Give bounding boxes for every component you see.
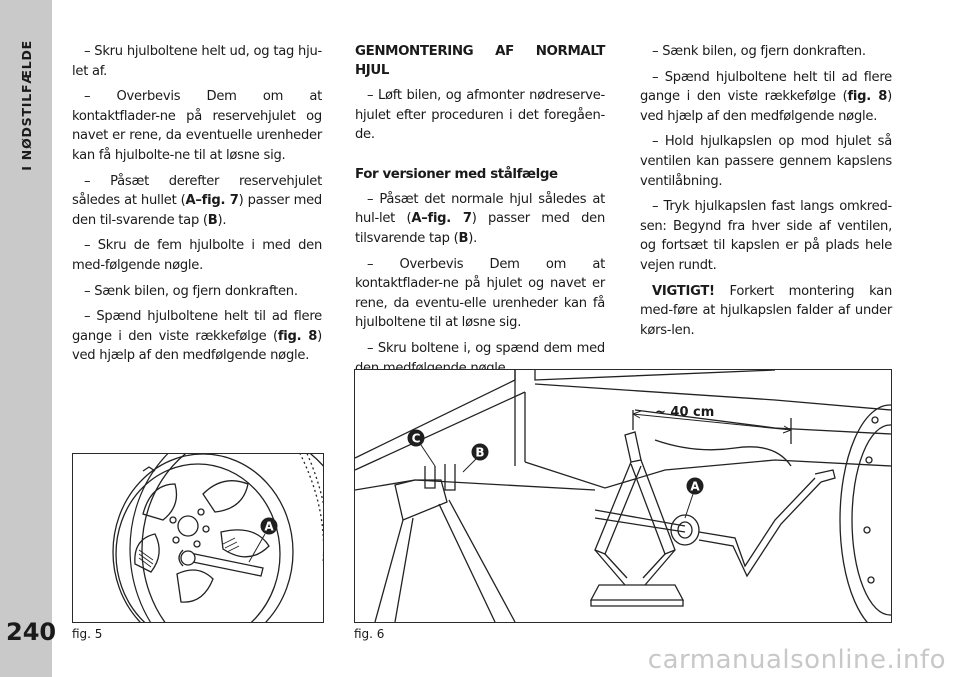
jack-drawing: ~ 40 cm C B A bbox=[355, 370, 891, 622]
section-label-wrap: I NØDSTILFÆLDE bbox=[14, 40, 38, 190]
paragraph: – Tryk hjulkapslen fast langs omkred-sen… bbox=[640, 199, 892, 273]
text-run: ) passer med den til-svarende tap ( bbox=[72, 193, 322, 228]
watermark: carmanualsonline.info bbox=[647, 645, 946, 675]
text-run: ) ved hjælp af den medfølgende nøgle. bbox=[640, 89, 892, 124]
paragraph: – Spænd hjulboltene helt til ad flere ga… bbox=[72, 307, 322, 366]
callout-c-badge bbox=[407, 429, 425, 447]
paragraph: – Spænd hjulboltene helt til ad flere ga… bbox=[640, 68, 892, 127]
page-number: 240 bbox=[6, 618, 57, 646]
paragraph: – Påsæt det normale hjul således at hul-… bbox=[355, 190, 605, 249]
section-side-tab: I NØDSTILFÆLDE 240 bbox=[0, 0, 56, 677]
paragraph: – Løft bilen, og afmonter nødreserve-hju… bbox=[355, 88, 605, 143]
text-run: ). bbox=[468, 230, 477, 246]
text-column-1: – Skru hjulboltene helt ud, og tag hju-l… bbox=[72, 42, 322, 372]
paragraph: – Skru de fem hjulbolte i med den med-fø… bbox=[72, 238, 322, 273]
section-label: I NØDSTILFÆLDE bbox=[18, 40, 34, 171]
callout-c-label: C bbox=[412, 432, 421, 446]
text-column-3: – Sænk bilen, og fjern donkraften. – Spæ… bbox=[640, 42, 892, 346]
callout-b-label: B bbox=[475, 446, 484, 460]
warning-paragraph: VIGTIGT! Forkert montering kan med-føre … bbox=[640, 282, 892, 341]
paragraph: – Overbevis Dem om at kontaktflader-ne p… bbox=[72, 89, 322, 163]
paragraph: – Sænk bilen, og fjern donkraften. bbox=[84, 283, 298, 299]
section-heading: GENMONTERING AF NORMALT HJUL bbox=[355, 44, 605, 78]
text-run: – Påsæt derefter reservehjulet således a… bbox=[72, 173, 322, 209]
text-run: – Påsæt det normale hjul således at hul-… bbox=[355, 191, 605, 227]
figure-6-caption: fig. 6 bbox=[354, 627, 385, 641]
callout-a-badge bbox=[260, 517, 278, 535]
figure-reference: fig. 8 bbox=[277, 328, 318, 344]
dimension-label: ~ 40 cm bbox=[655, 405, 714, 420]
figure-5-illustration: A bbox=[72, 453, 324, 623]
warning-text: Forkert montering kan med-føre at hjulka… bbox=[640, 283, 892, 338]
text-run: ). bbox=[217, 212, 227, 228]
text-run: – Spænd hjulboltene helt til ad flere ga… bbox=[640, 69, 892, 105]
text-column-2: GENMONTERING AF NORMALT HJUL – Løft bile… bbox=[355, 42, 605, 384]
subsection-heading: For versioner med stålfælge bbox=[355, 166, 558, 182]
figure-reference: fig. 8 bbox=[847, 89, 888, 105]
paragraph: – Hold hjulkapslen op mod hjulet så vent… bbox=[640, 134, 892, 189]
warning-label: VIGTIGT! bbox=[652, 283, 715, 299]
callout-a-label: A bbox=[264, 520, 274, 534]
text-run: ) passer med den tilsvarende tap ( bbox=[355, 211, 605, 246]
paragraph: – Påsæt derefter reservehjulet således a… bbox=[72, 172, 322, 231]
wheel-wrench-drawing: A bbox=[112, 454, 323, 622]
figure-reference: B bbox=[458, 230, 469, 246]
figure-5-caption: fig. 5 bbox=[72, 627, 103, 641]
paragraph: – Overbevis Dem om at kontaktflader-ne p… bbox=[355, 256, 605, 331]
figure-reference: B bbox=[207, 212, 218, 228]
figure-reference: A–fig. 7 bbox=[185, 193, 239, 209]
figure-reference: A–fig. 7 bbox=[411, 211, 472, 227]
callout-b-badge bbox=[471, 443, 489, 461]
callout-a-badge bbox=[686, 477, 704, 495]
callout-a-label: A bbox=[690, 480, 700, 494]
text-run: ) ved hjælp af den medfølgende nøgle. bbox=[72, 328, 323, 364]
paragraph: – Skru hjulboltene helt ud, og tag hju-l… bbox=[72, 44, 322, 79]
figure-6-illustration: ~ 40 cm C B A bbox=[354, 369, 892, 623]
text-run: – Spænd hjulboltene helt til ad flere ga… bbox=[72, 309, 322, 344]
paragraph: – Sænk bilen, og fjern donkraften. bbox=[652, 44, 866, 59]
